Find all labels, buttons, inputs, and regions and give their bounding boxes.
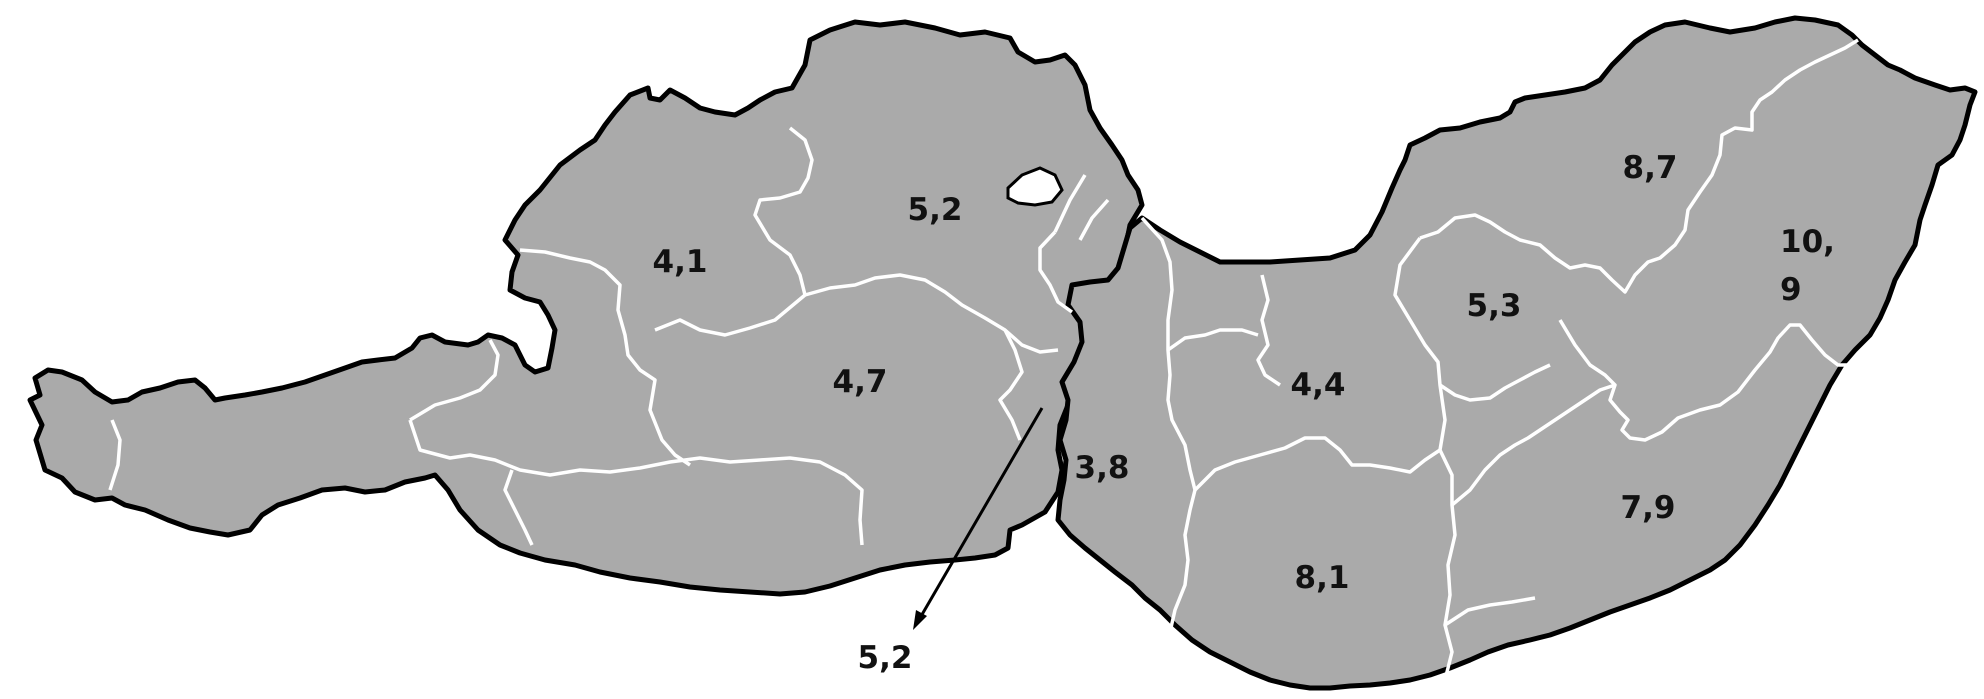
label-west-transdanubia: 3,8	[1075, 450, 1130, 486]
label-central-transdanubia: 4,4	[1291, 367, 1346, 403]
label-north-great-plain-line2: 9	[1780, 272, 1802, 308]
austria-region-border	[654, 293, 807, 337]
label-north-great-plain-line1: 10,	[1780, 224, 1835, 260]
label-south-transdanubia: 8,1	[1295, 560, 1350, 596]
label-lower-austria: 5,2	[908, 192, 963, 228]
austria-region-border	[1038, 230, 1074, 314]
label-central-hungary: 5,3	[1467, 288, 1522, 324]
hungary-region-border	[1444, 596, 1536, 627]
label-upper-austria: 4,1	[653, 244, 708, 280]
vienna-pointer-arrow	[918, 407, 1044, 619]
austria-region-border	[409, 339, 500, 422]
hungary-region-border	[1140, 216, 1197, 633]
austria-region-border	[1078, 198, 1110, 241]
hungary-region-border	[1439, 363, 1551, 402]
hungary-region-border	[1450, 383, 1616, 507]
hungary-region-border	[1193, 436, 1441, 492]
label-styria: 4,7	[833, 364, 888, 400]
austria-region-border	[503, 469, 534, 546]
austria-region-border	[1053, 174, 1087, 233]
hungary-region-border	[1256, 274, 1281, 387]
hungary-region-border	[1393, 236, 1457, 681]
austria-region-border	[753, 126, 814, 296]
austria-region-border	[408, 419, 864, 546]
austria-outline	[27, 19, 1145, 597]
hungary-outline	[1055, 15, 1978, 691]
austria-region-border	[804, 273, 1059, 354]
label-south-great-plain: 7,9	[1621, 490, 1676, 526]
austria-region-border	[108, 419, 122, 491]
label-vienna: 5,2	[858, 640, 913, 676]
hungary-region-border	[1166, 328, 1259, 352]
lake-shape	[1006, 166, 1064, 207]
austria-region-border	[998, 329, 1024, 441]
hungary-region-border	[1419, 38, 1859, 294]
austria-region-border	[519, 248, 691, 467]
label-north-hungary: 8,7	[1623, 150, 1678, 186]
arrowhead-icon	[913, 610, 927, 630]
